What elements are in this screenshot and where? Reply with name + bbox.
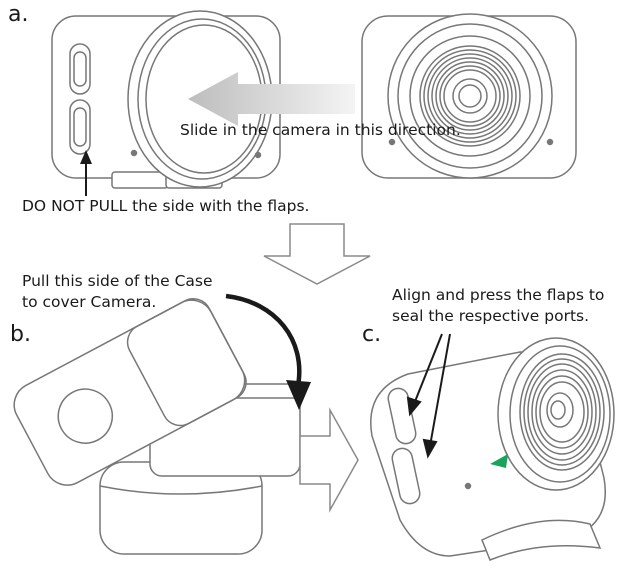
- right-arrow: [299, 407, 359, 513]
- slide-caption: Slide in the camera in this direction.: [180, 121, 461, 139]
- green-indicator-mark: [490, 454, 508, 468]
- case-assembly-illustration-b: [13, 298, 301, 555]
- step-label-c: c.: [362, 322, 382, 347]
- align-caption: Align and press the flaps to seal the re…: [392, 285, 604, 327]
- pull-direction-arrow: [225, 293, 311, 410]
- flap-pointer-arrow: [80, 150, 92, 196]
- step-label-b: b.: [10, 322, 31, 347]
- assembled-camera-illustration-c: [370, 337, 615, 561]
- down-arrow: [263, 223, 371, 285]
- pull-caption: Pull this side of the Case to cover Came…: [22, 271, 213, 313]
- camera-illustration-a: [361, 13, 577, 179]
- step-label-a: a.: [8, 2, 29, 27]
- pull-caption-line1: Pull this side of the Case: [22, 272, 213, 290]
- pull-caption-line2: to cover Camera.: [22, 293, 157, 311]
- align-caption-line2: seal the respective ports.: [392, 307, 590, 325]
- do-not-pull-caption: DO NOT PULL the side with the flaps.: [22, 197, 310, 215]
- align-pointer-arrows: [406, 333, 451, 459]
- slide-direction-arrow: [188, 72, 355, 126]
- align-caption-line1: Align and press the flaps to: [392, 286, 605, 304]
